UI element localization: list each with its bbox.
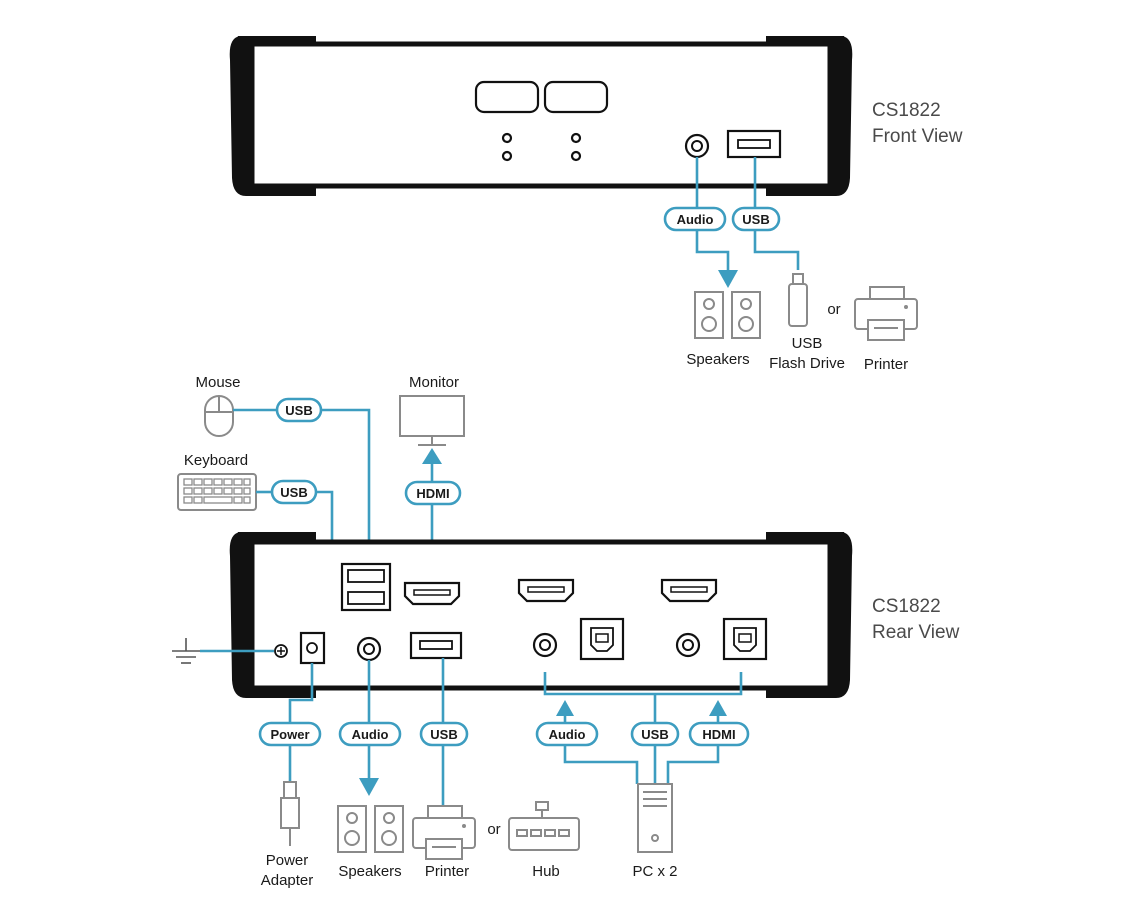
svg-text:HDMI: HDMI <box>416 486 449 501</box>
mouse-label: Mouse <box>195 374 240 391</box>
svg-text:Audio: Audio <box>549 727 586 742</box>
svg-text:USB: USB <box>430 727 457 742</box>
front-unit <box>229 36 853 196</box>
power-adapter-label-1: Power <box>266 852 309 869</box>
front-audio-label: Audio <box>663 206 727 232</box>
rear-audio-label: Audio <box>338 721 402 747</box>
mouse-usb-label: USB <box>275 397 323 423</box>
rear-title-line1: CS1822 <box>872 596 941 617</box>
keyboard-icon <box>177 473 257 511</box>
svg-text:USB: USB <box>285 403 312 418</box>
pc-usb-label: USB <box>630 721 680 747</box>
front-title-line2: Front View <box>872 126 963 147</box>
pc-label: PC x 2 <box>632 863 677 880</box>
usb-flash-drive-icon <box>788 273 808 327</box>
svg-text:USB: USB <box>742 212 769 227</box>
pc-hdmi-label: HDMI <box>688 721 750 747</box>
rear-unit <box>229 532 853 698</box>
front-speakers-label: Speakers <box>686 351 749 368</box>
speakers-icon <box>694 291 761 339</box>
power-adapter-label-2: Adapter <box>261 872 314 889</box>
ground-icon <box>172 638 200 664</box>
flash-drive-label-2: Flash Drive <box>769 355 845 372</box>
rear-or-label: or <box>487 821 500 838</box>
rear-speakers-icon <box>337 805 404 853</box>
printer-icon <box>854 286 918 341</box>
power-label: Power <box>258 721 322 747</box>
rear-printer-icon <box>412 805 476 860</box>
port-select-button-1 <box>474 80 540 114</box>
keyboard-label: Keyboard <box>184 452 248 469</box>
port-select-button-2 <box>543 80 609 114</box>
keyboard-usb-label: USB <box>270 479 318 505</box>
monitor-label: Monitor <box>409 374 459 391</box>
mouse-icon <box>204 395 234 437</box>
front-printer-label: Printer <box>864 356 908 373</box>
front-title-line1: CS1822 <box>872 100 941 121</box>
hub-label: Hub <box>532 863 560 880</box>
svg-text:Audio: Audio <box>677 212 714 227</box>
front-or-label: or <box>827 301 840 318</box>
svg-text:USB: USB <box>641 727 668 742</box>
hub-icon <box>508 801 580 851</box>
svg-text:USB: USB <box>280 485 307 500</box>
power-adapter-icon <box>280 781 300 846</box>
svg-text:Audio: Audio <box>352 727 389 742</box>
rear-speakers-label: Speakers <box>338 863 401 880</box>
monitor-icon <box>399 395 465 446</box>
pc-audio-label: Audio <box>535 721 599 747</box>
front-usb-label: USB <box>731 206 781 232</box>
flash-drive-label-1: USB <box>792 335 823 352</box>
rear-printer-label: Printer <box>425 863 469 880</box>
svg-text:HDMI: HDMI <box>702 727 735 742</box>
svg-text:Power: Power <box>270 727 309 742</box>
rear-title-line2: Rear View <box>872 622 960 643</box>
rear-usb-printer-label: USB <box>419 721 469 747</box>
monitor-hdmi-label: HDMI <box>404 480 462 506</box>
pc-tower-icon <box>637 783 673 853</box>
